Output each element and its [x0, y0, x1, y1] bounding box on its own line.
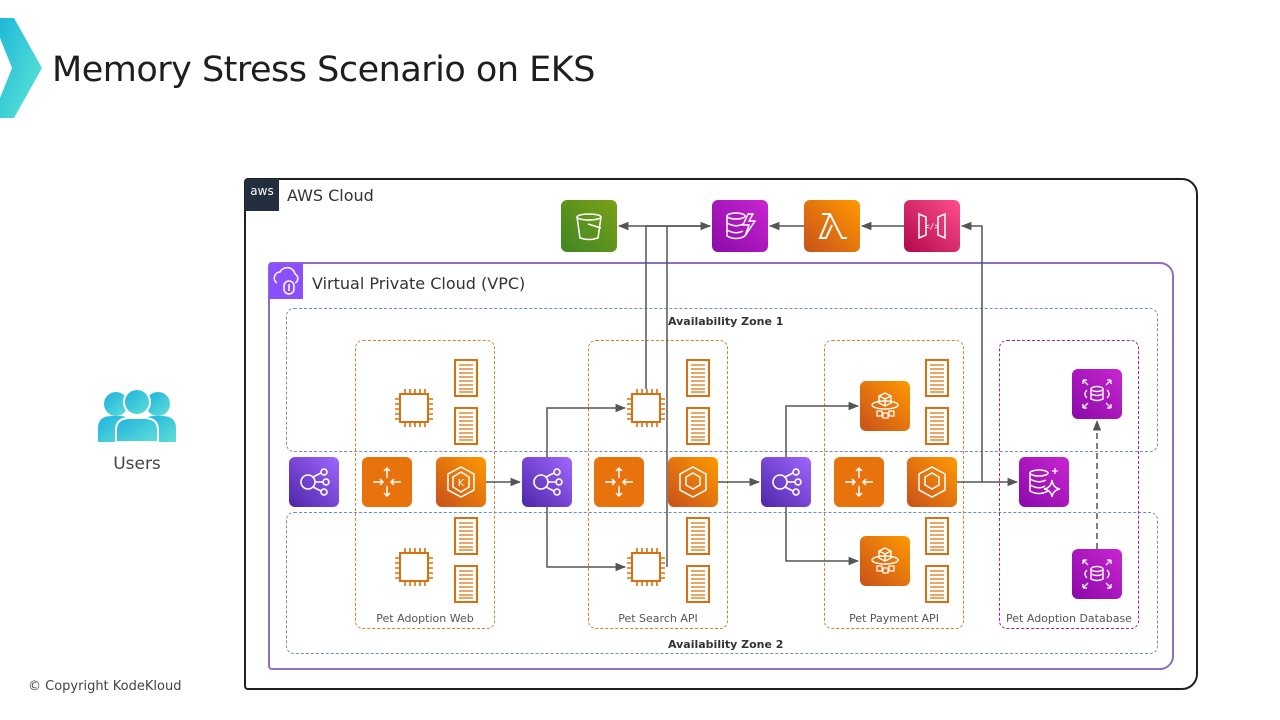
ecs-icon[interactable]: [907, 457, 957, 507]
svg-text:K: K: [458, 478, 465, 489]
service-label: Pet Adoption Web: [376, 612, 474, 625]
rds-icon[interactable]: [1072, 549, 1122, 599]
aws-cloud-label: AWS Cloud: [287, 186, 374, 205]
application-load-balancer-icon[interactable]: [289, 457, 339, 507]
page-title: Memory Stress Scenario on EKS: [52, 50, 595, 90]
service-label: Pet Adoption Database: [1006, 612, 1132, 625]
vpc-group: [268, 262, 1174, 670]
rds-icon[interactable]: [1072, 369, 1122, 419]
application-load-balancer-icon[interactable]: [761, 457, 811, 507]
s3-bucket-icon[interactable]: [561, 200, 617, 252]
aurora-icon[interactable]: [1019, 457, 1069, 507]
availability-zone-1: [286, 308, 1158, 452]
kodekloud-chevron-logo: [0, 18, 42, 118]
availability-zone-2: [286, 512, 1158, 654]
elastic-load-balancing-icon[interactable]: [362, 457, 412, 507]
service-label: Pet Search API: [618, 612, 698, 625]
fargate-icon[interactable]: [860, 381, 910, 431]
copyright-text: © Copyright KodeKloud: [28, 679, 182, 694]
application-load-balancer-icon[interactable]: [522, 457, 572, 507]
dynamodb-icon[interactable]: [712, 200, 768, 252]
service-label: Pet Payment API: [849, 612, 939, 625]
eks-icon[interactable]: K: [436, 457, 486, 507]
fargate-icon[interactable]: [860, 536, 910, 586]
api-gateway-icon[interactable]: </>: [904, 200, 960, 252]
availability-zone-2-label: Availability Zone 2: [668, 638, 784, 651]
aws-cloud-group: [244, 178, 1198, 690]
vpc-label: Virtual Private Cloud (VPC): [312, 274, 526, 293]
elastic-load-balancing-icon[interactable]: [834, 457, 884, 507]
lambda-icon[interactable]: [804, 200, 860, 252]
service-group-pet-search-api: [588, 340, 728, 629]
availability-zone-1-label: Availability Zone 1: [668, 315, 784, 328]
vpc-cloud-icon: [269, 263, 303, 299]
service-group-pet-adoption-web: [355, 340, 495, 629]
users-icon: [98, 388, 176, 442]
aws-logo-icon: aws: [245, 179, 279, 211]
users-label: Users: [113, 454, 161, 474]
service-group-pet-payment-api: [824, 340, 964, 629]
elastic-load-balancing-icon[interactable]: [594, 457, 644, 507]
svg-text:</>: </>: [925, 222, 940, 231]
ecs-icon[interactable]: [668, 457, 718, 507]
service-group-pet-adoption-database: [999, 340, 1139, 629]
